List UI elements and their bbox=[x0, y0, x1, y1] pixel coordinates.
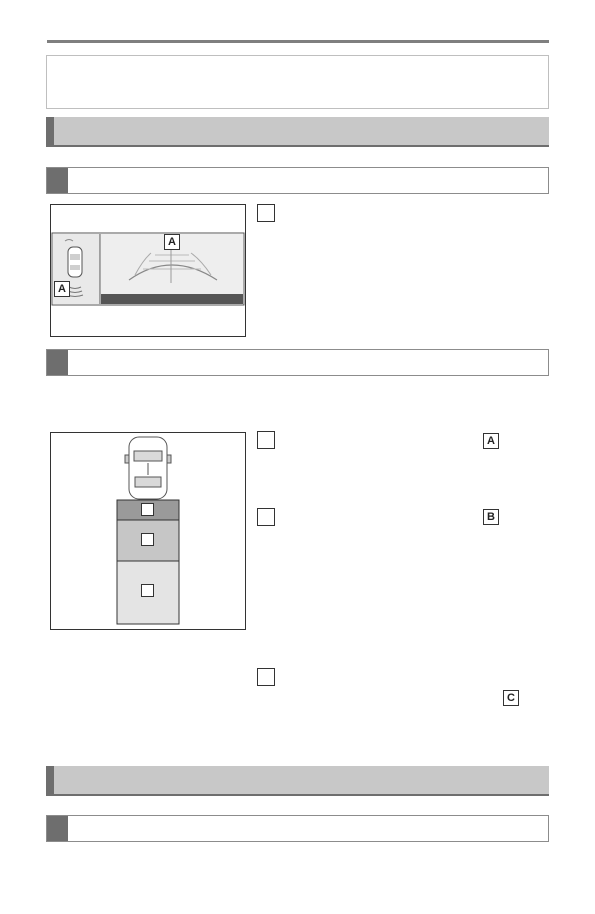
step-number-box bbox=[257, 508, 275, 526]
subsection-accent bbox=[47, 168, 68, 193]
callout-a-marker-side: A bbox=[54, 281, 70, 297]
zone-marker-middle bbox=[141, 533, 154, 546]
top-rule bbox=[47, 40, 549, 43]
section-accent bbox=[46, 117, 54, 145]
camera-display-figure: A A bbox=[50, 204, 246, 337]
zone-marker-near bbox=[141, 503, 154, 516]
callout-a-marker: A bbox=[164, 234, 180, 250]
marker-b: B bbox=[483, 509, 499, 525]
camera-display-illustration bbox=[51, 232, 245, 306]
marker-a: A bbox=[483, 433, 499, 449]
section-heading-bar bbox=[46, 766, 549, 796]
section-heading-bar bbox=[46, 117, 549, 147]
vehicle-zones-illustration bbox=[116, 436, 180, 625]
step-number-box bbox=[257, 204, 275, 222]
car-top-view-icon bbox=[67, 246, 83, 278]
camera-status-bar bbox=[101, 294, 243, 304]
step-number-box bbox=[257, 431, 275, 449]
car-top-view-icon bbox=[124, 436, 172, 500]
note-box bbox=[46, 55, 549, 109]
detection-zone-figure bbox=[50, 432, 246, 630]
subsection-heading-bar bbox=[46, 815, 549, 842]
zone-marker-far bbox=[141, 584, 154, 597]
subsection-accent bbox=[47, 350, 68, 375]
step-number-box bbox=[257, 668, 275, 686]
subsection-heading-bar bbox=[46, 349, 549, 376]
subsection-accent bbox=[47, 816, 68, 841]
subsection-heading-bar bbox=[46, 167, 549, 194]
marker-c: C bbox=[503, 690, 519, 706]
section-accent bbox=[46, 766, 54, 794]
